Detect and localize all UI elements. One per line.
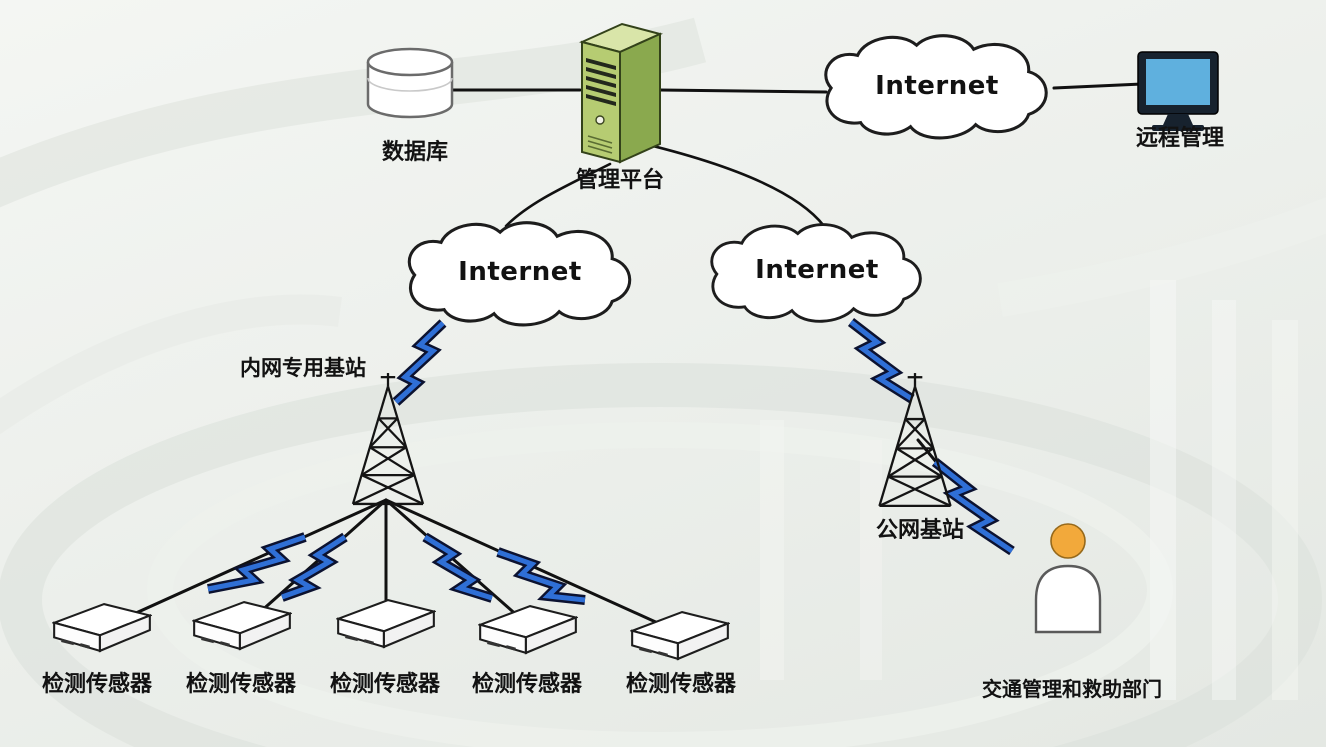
management-platform-label: 管理平台 <box>575 168 664 193</box>
bolt-internet-left-to-tower <box>392 319 447 406</box>
public-base-station-label: 公网基站 <box>875 518 964 543</box>
sensor-label-5: 检测传感器 <box>625 672 736 697</box>
line-internet-top-monitor <box>1052 82 1144 90</box>
sensor-icon-4 <box>478 604 578 655</box>
internet-top-label: Internet <box>875 71 999 101</box>
server-slots <box>586 58 616 106</box>
bolt-tower-sensor-2 <box>280 532 348 602</box>
server-vent <box>587 135 613 154</box>
sensor-icon-3 <box>336 598 436 649</box>
sensor-label-1: 检测传感器 <box>41 672 152 697</box>
bolt-tower-sensor-1 <box>207 532 307 594</box>
sensor-label-4: 检测传感器 <box>471 672 582 697</box>
remote-management-label: 远程管理 <box>1135 126 1224 151</box>
monitor-icon <box>1137 51 1219 131</box>
line-tower-sensor-4 <box>384 498 530 627</box>
bolt-internet-right-to-tower <box>847 318 915 404</box>
lightning-bolts <box>207 318 1015 605</box>
sensor-label-3: 检测传感器 <box>329 672 440 697</box>
server-power-button <box>595 115 605 125</box>
intranet-base-station-label: 内网专用基站 <box>240 356 366 380</box>
bolt-tower-sensor-4 <box>422 532 494 603</box>
public-base-station-icon <box>878 372 952 508</box>
database-icon <box>366 47 454 119</box>
curve-server-internet-left <box>504 162 612 228</box>
connector-lines <box>103 82 1144 635</box>
bolt-tower-sensor-5 <box>496 547 586 605</box>
server-icon <box>579 22 663 164</box>
person-icon <box>1034 523 1102 634</box>
sensor-icon-2 <box>192 600 292 651</box>
bolt-tower-to-person <box>931 458 1015 556</box>
internet-left-label: Internet <box>458 257 582 287</box>
sensor-label-2: 检测传感器 <box>185 672 296 697</box>
sensor-icon-1 <box>52 602 152 653</box>
database-label: 数据库 <box>381 140 448 165</box>
curve-server-internet-right <box>626 138 826 228</box>
internet-right-label: Internet <box>755 255 879 285</box>
line-tower-sensor-1 <box>103 498 388 629</box>
line-server-internet-top <box>658 88 828 94</box>
traffic-department-label: 交通管理和救助部门 <box>982 677 1162 701</box>
